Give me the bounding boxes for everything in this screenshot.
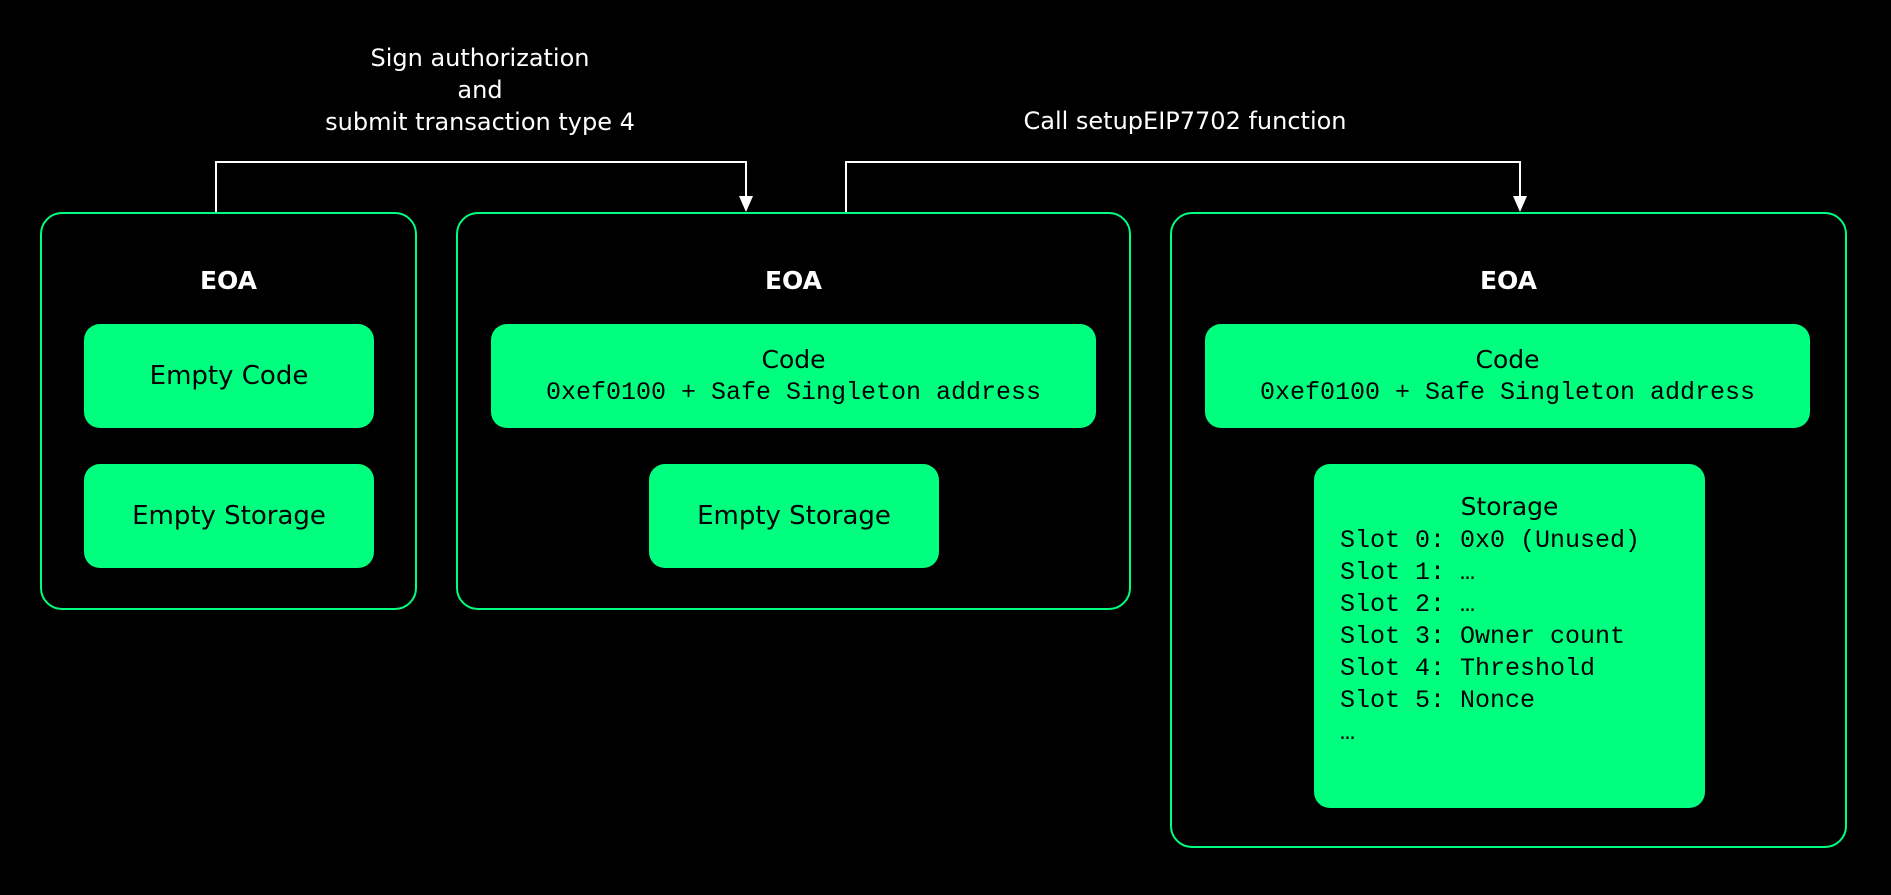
eoa-setup-title: EOA	[1479, 266, 1537, 295]
eoa-setup: EOA Code 0xef0100 + Safe Singleton addre…	[1170, 212, 1847, 848]
eoa-setup-storage-title: Storage	[1460, 492, 1559, 521]
eoa-delegated: EOA Code 0xef0100 + Safe Singleton addre…	[456, 212, 1131, 610]
storage-slot-list: Slot 0: 0x0 (Unused) Slot 1: … Slot 2: ……	[1340, 525, 1640, 749]
step2-caption-text: Call setupEIP7702 function	[1023, 107, 1347, 135]
step1-caption: Sign authorization and submit transactio…	[280, 42, 680, 138]
arrow-step1-line	[215, 161, 747, 212]
eoa-initial-storage-label: Empty Storage	[132, 501, 326, 531]
storage-slot-3: Slot 3: Owner count	[1340, 622, 1626, 651]
eoa-delegated-code-value: 0xef0100 + Safe Singleton address	[545, 378, 1042, 407]
step1-caption-line3: submit transaction type 4	[325, 108, 635, 136]
arrow-step1-head	[739, 196, 753, 212]
eoa-initial-title: EOA	[199, 266, 257, 295]
eoa-setup-code-title: Code	[1475, 345, 1540, 374]
storage-slot-2: Slot 2: …	[1340, 590, 1476, 619]
eoa-setup-storage-block: Storage Slot 0: 0x0 (Unused) Slot 1: … S…	[1314, 464, 1705, 808]
eoa-delegated-storage-block: Empty Storage	[649, 464, 939, 568]
eoa-setup-code-value: 0xef0100 + Safe Singleton address	[1259, 378, 1756, 407]
step1-caption-line1: Sign authorization	[370, 44, 590, 72]
eoa-delegated-title: EOA	[764, 266, 822, 295]
eoa-initial-code-label: Empty Code	[149, 361, 309, 391]
storage-slot-more: …	[1340, 718, 1356, 747]
eoa-delegated-storage-label: Empty Storage	[697, 501, 891, 531]
eoa-initial-storage-block: Empty Storage	[84, 464, 374, 568]
step1-caption-line2: and	[457, 76, 503, 104]
step2-caption: Call setupEIP7702 function	[960, 105, 1410, 137]
arrow-step2-head	[1513, 196, 1527, 212]
storage-slot-0: Slot 0: 0x0 (Unused)	[1340, 526, 1641, 555]
storage-slot-1: Slot 1: …	[1340, 558, 1476, 587]
eoa-setup-code-block: Code 0xef0100 + Safe Singleton address	[1205, 324, 1810, 428]
storage-slot-5: Slot 5: Nonce	[1340, 686, 1536, 715]
eoa-initial-code-block: Empty Code	[84, 324, 374, 428]
storage-slot-4: Slot 4: Threshold	[1340, 654, 1596, 683]
eoa-delegated-code-title: Code	[761, 345, 826, 374]
arrow-step2-line	[845, 161, 1521, 212]
eoa-delegated-code-block: Code 0xef0100 + Safe Singleton address	[491, 324, 1096, 428]
eoa-initial: EOA Empty Code Empty Storage	[40, 212, 417, 610]
